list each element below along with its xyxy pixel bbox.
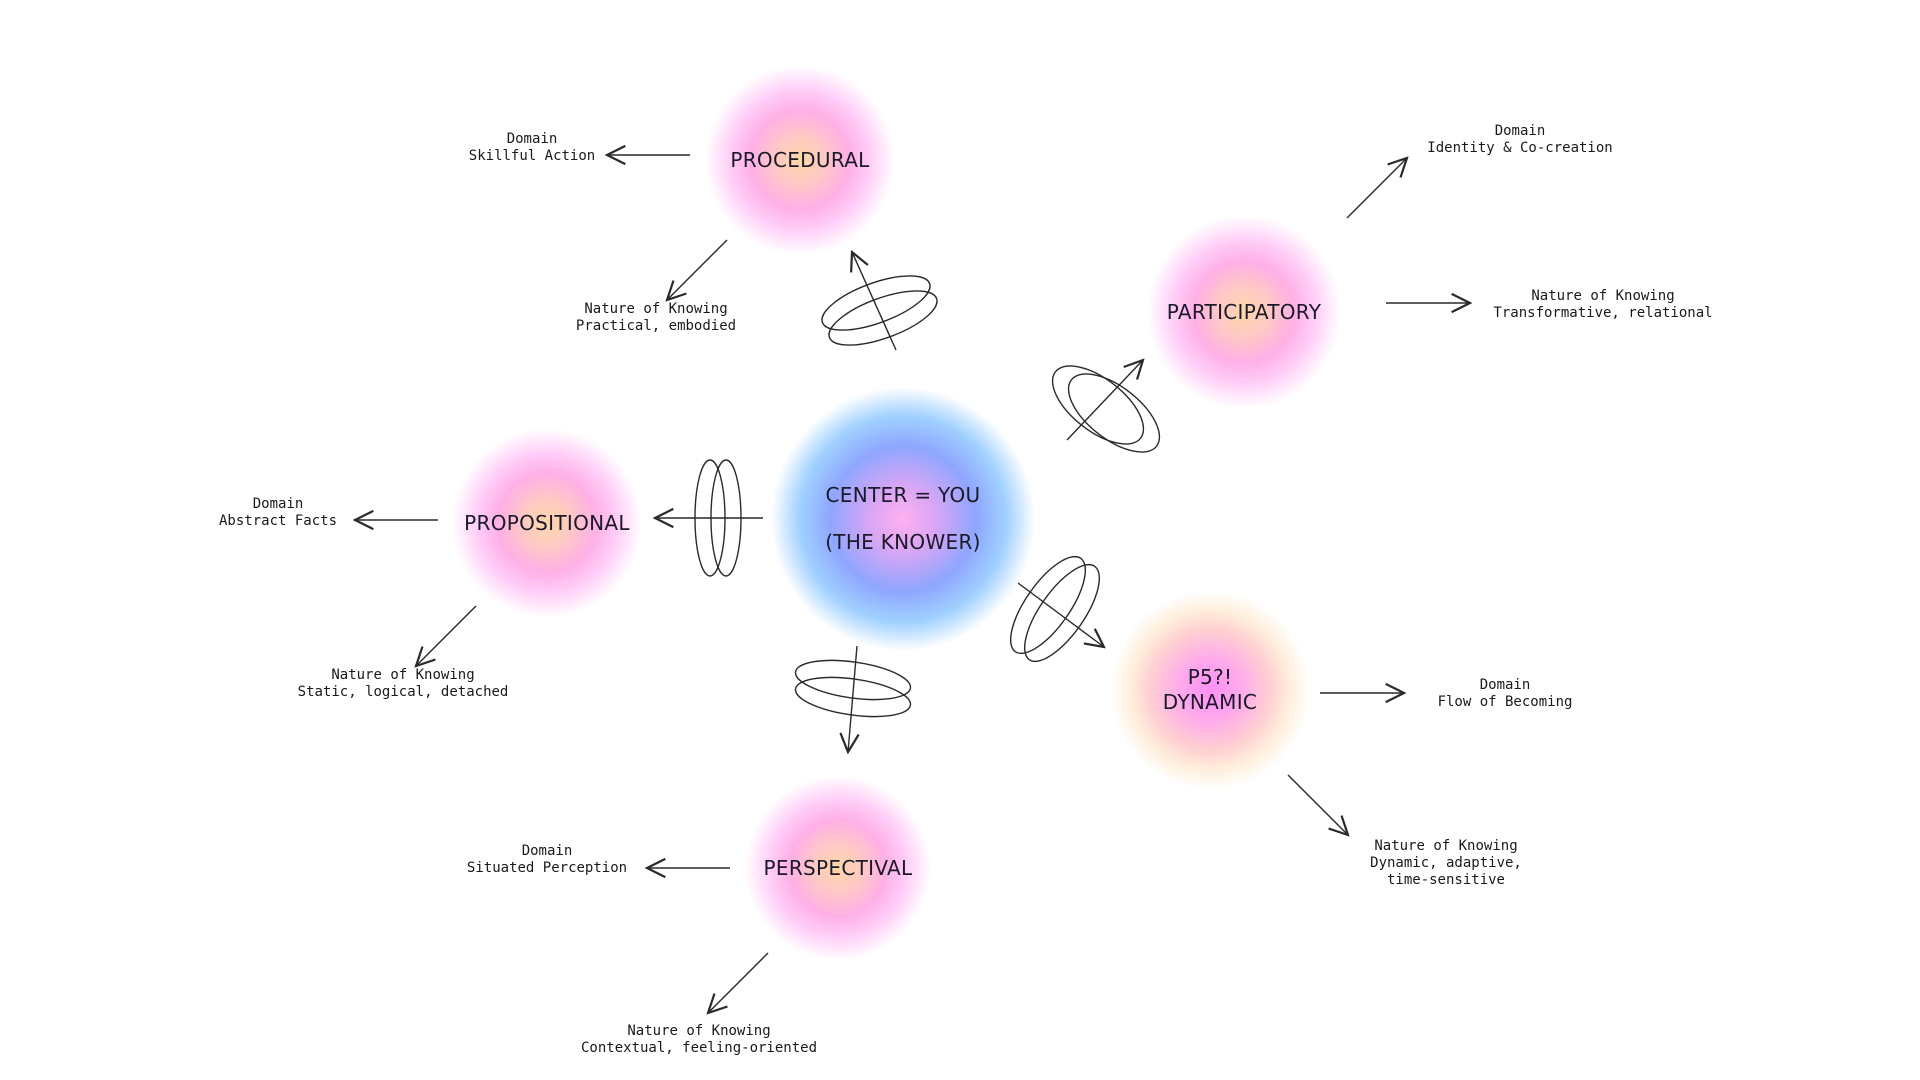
arrow-propositional-nature: [416, 605, 477, 666]
arrow-participatory-domain: [1346, 158, 1407, 219]
participatory-title: PARTICIPATORY: [1166, 299, 1322, 324]
arrow-procedural-nature: [667, 239, 728, 300]
procedural-node: PROCEDURAL: [705, 65, 895, 255]
arrow-dynamic-nature: [1287, 774, 1348, 835]
participatory-domain-label: Domain Identity & Co-creation: [1427, 123, 1613, 156]
center-node: CENTER = YOU (THE KNOWER): [771, 387, 1035, 651]
ring-arrow-center-perspectival: [794, 645, 912, 752]
dynamic-domain-label: Domain Flow of Becoming: [1437, 677, 1573, 710]
procedural-title: PROCEDURAL: [730, 147, 870, 172]
participatory-nature-label: Nature of Knowing Transformative, relati…: [1493, 288, 1713, 321]
center-title-line1: CENTER = YOU: [825, 483, 981, 507]
propositional-nature-label: Nature of Knowing Static, logical, detac…: [297, 667, 509, 700]
perspectival-domain-label: Domain Situated Perception: [466, 843, 628, 876]
procedural-nature-label: Nature of Knowing Practical, embodied: [575, 301, 737, 334]
dynamic-node: P5?! DYNAMIC: [1110, 590, 1310, 790]
perspectival-node: PERSPECTIVAL: [745, 775, 931, 961]
propositional-title: PROPOSITIONAL: [464, 510, 630, 535]
perspectival-nature-label: Nature of Knowing Contextual, feeling-or…: [580, 1023, 818, 1056]
arrow-perspectival-nature: [708, 952, 769, 1013]
ring-arrow-center-propositional: [655, 459, 763, 577]
perspectival-title: PERSPECTIVAL: [763, 855, 913, 880]
center-title-line2: (THE KNOWER): [825, 530, 981, 554]
dynamic-title-line2: DYNAMIC: [1162, 690, 1258, 714]
ring-arrow-center-dynamic: [1009, 555, 1112, 663]
ring-arrow-center-procedural: [821, 252, 938, 351]
dynamic-nature-label: Nature of Knowing Dynamic, adaptive, tim…: [1370, 838, 1522, 888]
propositional-domain-label: Domain Abstract Facts: [218, 496, 338, 529]
participatory-node: PARTICIPATORY: [1147, 215, 1341, 409]
dynamic-title-line1: P5?!: [1187, 665, 1233, 689]
propositional-node: PROPOSITIONAL: [452, 428, 642, 618]
ring-arrow-center-participatory: [1051, 351, 1161, 453]
procedural-domain-label: Domain Skillful Action: [468, 131, 596, 164]
